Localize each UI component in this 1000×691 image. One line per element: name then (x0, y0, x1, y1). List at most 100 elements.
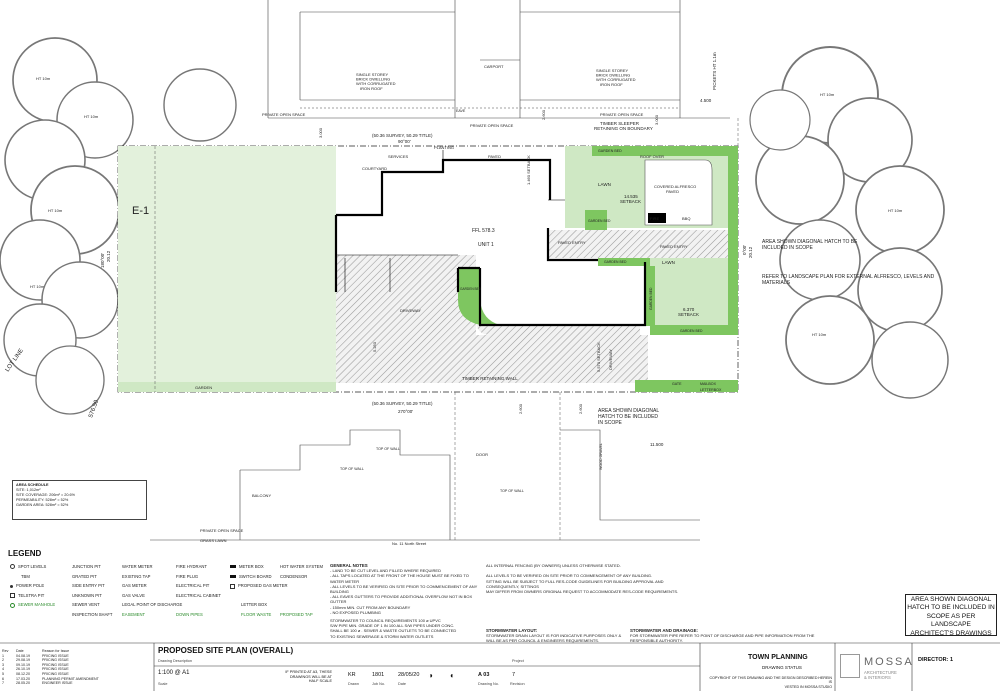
legend-item: PROPOSED GAS METER (230, 581, 288, 591)
paved-entry-label-2: PAVED ENTRY (660, 244, 688, 249)
legend-item: POWER POLE (10, 581, 55, 591)
legend-item: SWITCH BOARD (230, 572, 288, 582)
pos-1: PRIVATE OPEN SPACE (262, 112, 306, 117)
legend-col-4: FIRE HYDRANT FIRE PLUG ELECTRICAL PIT EL… (176, 562, 221, 620)
firm-subtitle: ARCHITECTURE & INTERIORS (864, 670, 897, 680)
setback-3: 1.460 SETBACK (526, 155, 531, 185)
dim-2600c: 2.600 (541, 109, 546, 120)
note-line: - 150mm MIN. CUT FROM ANY BOUNDARY (330, 604, 411, 610)
tree-ht-5: HT 10m (820, 92, 835, 97)
sw-drainage-title: STORMWATER AND DRAINAGE: (630, 628, 698, 633)
top-of-wall-label-2: TOP OF WALL (340, 467, 364, 471)
date-label: Date (398, 682, 407, 686)
pos-3: PRIVATE OPEN SPACE (600, 112, 644, 117)
garden-bed-small (585, 210, 607, 230)
drawing-no-value: A 03 (478, 672, 490, 678)
covered-alfresco (644, 159, 713, 226)
legend-item: SEWER MANHOLE (10, 600, 55, 610)
pos-4: PRIVATE OPEN SPACE (200, 528, 244, 533)
gate-label: GATE (672, 382, 682, 386)
letter-box-icon (230, 603, 238, 607)
garden-bed-top (592, 146, 738, 156)
pos-2: PRIVATE OPEN SPACE (470, 123, 514, 128)
legend-item: EASEMENT (122, 611, 146, 617)
carport-label: CARPORT (484, 64, 504, 69)
legend-item: FIRE HYDRANT (176, 564, 207, 569)
lawn-side (650, 258, 738, 328)
ffl-label: FFL 578.3 (472, 228, 495, 234)
legend-item: CONDENSOR (280, 573, 308, 579)
tree-ht-3: HT 10m (48, 208, 63, 213)
legend-item: HOT WATER SYSTEM (280, 564, 323, 569)
house-walls (334, 158, 647, 327)
scale-icon: ◐ (450, 671, 455, 680)
top-of-wall-label-3: TOP OF WALL (500, 489, 524, 493)
note-line: - ALL TAPS LOCATED AT THE FRONT OF THE H… (330, 573, 469, 584)
tree-ht-7: HT 10m (812, 332, 827, 337)
legend-item: METER BOX (230, 562, 288, 572)
legend-item: SIDE ENTRY PIT (72, 583, 105, 589)
legend-item: TBM (10, 572, 55, 582)
dim-4500: 4.500 (700, 98, 712, 103)
note-line: MAY DIFFER FROM OWNERS ORIGINAL REQUEST … (486, 589, 679, 595)
driveway-label-2: DRIVEWAY (608, 349, 613, 370)
tree-ht-6: HT 10m (888, 208, 903, 213)
area-schedule: AREA SCHEDULE SITE: 1,012m² SITE COVERAG… (12, 480, 147, 520)
legend-item: ELECTRICAL PIT (176, 583, 210, 589)
legend-item: SPOT LEVELS (10, 562, 55, 572)
garden-bed-label-1: GARDEN BED (598, 149, 622, 153)
spot-level-icon (10, 564, 15, 570)
door-label: DOOR (476, 452, 488, 457)
neighbour-north (267, 0, 730, 119)
tbm-icon (10, 574, 18, 578)
paved-entry-hatch (548, 230, 738, 258)
dim-2600a: 2.600 (518, 403, 523, 414)
planting-label: PLANTING (434, 145, 454, 150)
balcony-label: BALCONY (252, 493, 271, 498)
general-notes-title: GENERAL NOTES (330, 563, 368, 568)
internal-notes: ALL INTERNAL FENCING (BY OWNERS) UNLESS … (486, 563, 696, 594)
garden-bed-vert (645, 266, 655, 326)
project-label: Project (512, 659, 524, 663)
legend-item: FLOOR WASTE (230, 610, 288, 620)
area-schedule-line: SITE: 1,012m² (16, 488, 41, 492)
note-line: STORMWATER TO COUNCIL REQUIREMENTS 100 ø… (330, 618, 441, 624)
note-line: - NO EXPOSED PLUMBING (330, 609, 381, 615)
drawing-stage: TOWN PLANNING (748, 654, 808, 661)
meter-box-icon (230, 565, 236, 569)
garage-hatch (336, 255, 476, 337)
lot-label: E-1 (132, 205, 149, 217)
legend-item (280, 600, 323, 610)
fire-box (648, 213, 666, 223)
sw-layout-title: STORMWATER LAYOUT: (486, 628, 538, 633)
legend-item: DOWN PIPES (176, 611, 203, 617)
trees-right (749, 46, 949, 399)
area-schedule-line: SITE COVERAGE: 206m² = 20.6% (16, 493, 75, 497)
eave-label: EAVE (456, 109, 466, 113)
stormwater-drainage: STORMWATER AND DRAINAGE: FOR STORMWATER … (630, 628, 830, 644)
tree-ht-4: HT 10m (30, 284, 45, 289)
area-schedule-title: AREA SCHEDULE (16, 483, 49, 487)
legend-item: EXISTING TAP (122, 573, 151, 579)
power-pole-icon (10, 584, 13, 588)
boundary-bottom: (50.36 SURVEY, 50.29 TITLE) (372, 401, 433, 406)
drawing-desc-label: Drawing Description (158, 659, 192, 663)
driveway-curve-hatch (476, 268, 640, 335)
lawn-e1 (118, 146, 336, 392)
tree-ht-2: HT 10m (84, 114, 99, 119)
boundary-right: 0°00' (742, 245, 747, 255)
dim-3000b: 3.000 (654, 114, 659, 125)
garden-bed-label-3: GARDEN BED (604, 260, 627, 264)
mailbox-label: MAILBOX (700, 382, 717, 386)
gas-meter-icon (230, 583, 235, 589)
bbq-label: BBQ (682, 216, 690, 221)
legend-item (176, 600, 221, 610)
legend-item (280, 591, 323, 601)
